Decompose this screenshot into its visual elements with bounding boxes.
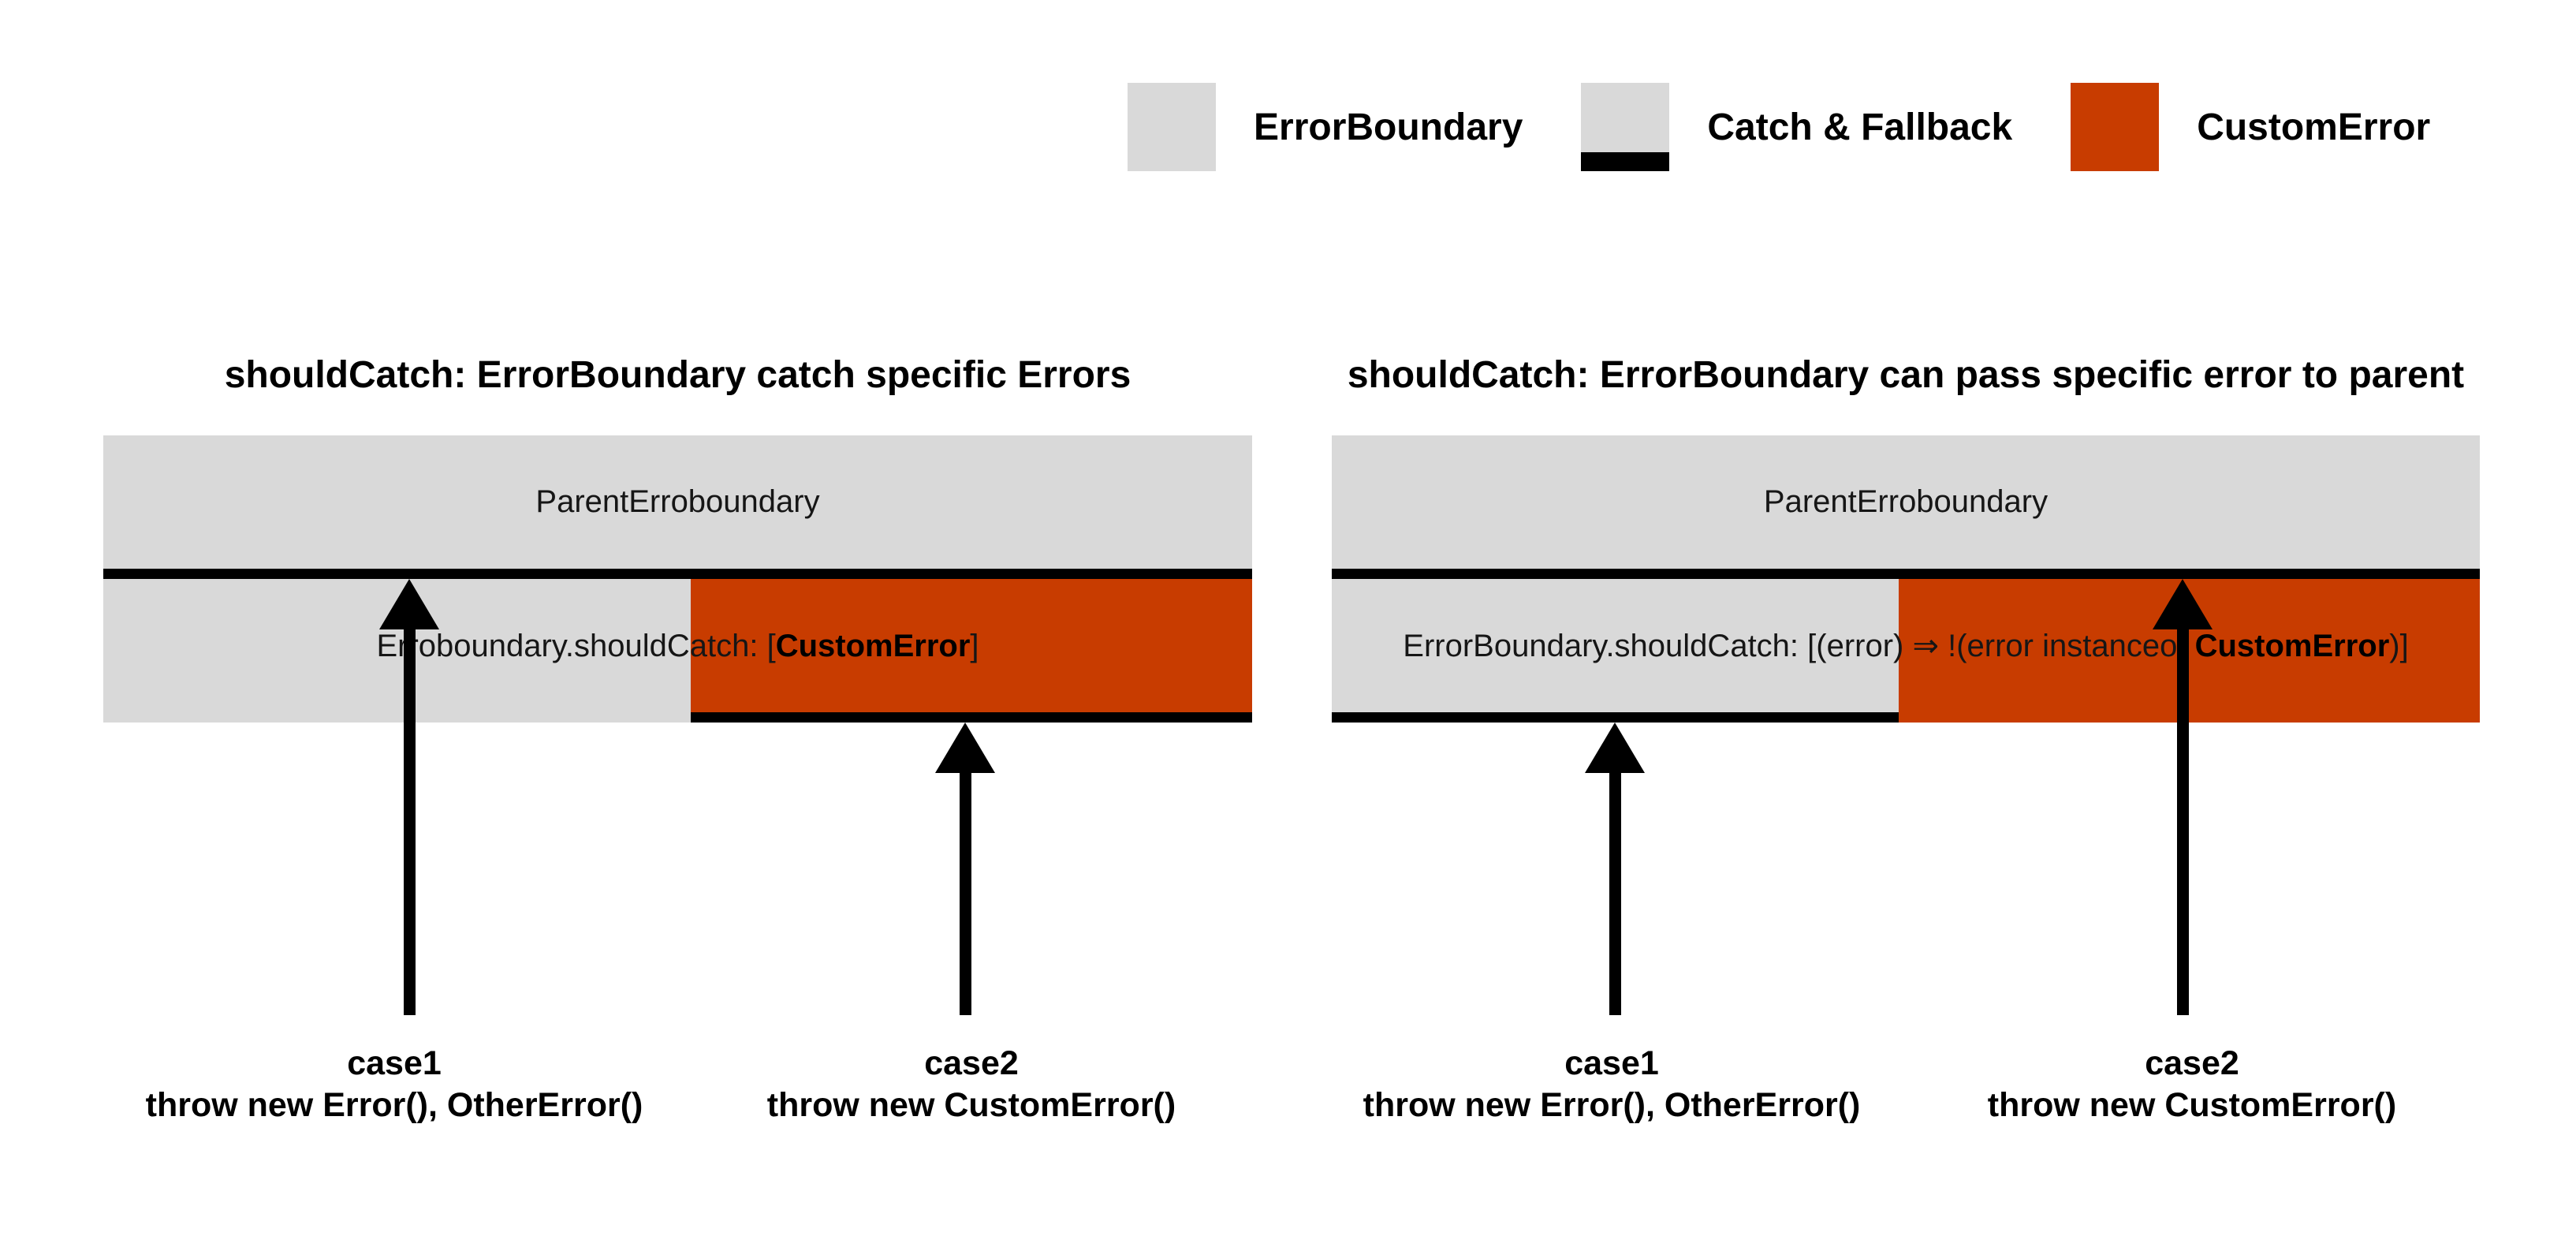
arrow-shaft — [959, 773, 971, 1015]
case2-label: case2 throw new CustomError() — [538, 1043, 1405, 1126]
case1-arrow — [379, 579, 439, 1015]
diagram-title: shouldCatch: ErrorBoundary catch specifi… — [224, 354, 1131, 396]
child-catch-region — [1332, 579, 1899, 723]
child-errorboundary-bar: Erroboundary.shouldCatch: [CustomError] — [103, 579, 1252, 723]
parent-catch-line — [103, 569, 1252, 579]
diagram-catch-specific-errors: shouldCatch: ErrorBoundary catch specifi… — [103, 353, 1252, 1150]
legend-item-errorboundary: ErrorBoundary — [1128, 83, 1523, 171]
diagram-pass-error-to-parent: shouldCatch: ErrorBoundary can pass spec… — [1332, 353, 2480, 1150]
arrow-up-icon — [2153, 579, 2213, 629]
arrow-shaft — [1609, 773, 1621, 1015]
case2-code: throw new CustomError() — [766, 1086, 1176, 1124]
case2-name: case2 — [2145, 1044, 2239, 1082]
child-catch-region — [690, 579, 1252, 723]
errorboundary-swatch-icon — [1128, 83, 1216, 171]
case2-arrow — [2153, 579, 2213, 1015]
case1-label: case1 throw new Error(), OtherError() — [0, 1043, 828, 1126]
legend-label-customerror: CustomError — [2197, 106, 2431, 148]
legend-label-errorboundary: ErrorBoundary — [1254, 106, 1523, 148]
child-shouldcatch-label: ErrorBoundary.shouldCatch: [(error) ⇒ !(… — [1403, 629, 2409, 663]
arrow-up-icon — [379, 579, 439, 629]
diagram-title: shouldCatch: ErrorBoundary can pass spec… — [1347, 354, 2465, 396]
catch-fallback-swatch-icon — [1581, 83, 1670, 171]
legend-item-catch-fallback: Catch & Fallback — [1581, 83, 2012, 171]
parent-errorboundary-bar: ParentErroboundary — [103, 435, 1252, 569]
arrow-up-icon — [1585, 723, 1645, 773]
legend-label-catch-fallback: Catch & Fallback — [1707, 106, 2013, 148]
arrow-up-icon — [935, 723, 995, 773]
child-shouldcatch-label: Erroboundary.shouldCatch: [CustomError] — [376, 628, 979, 663]
parent-catch-line — [1332, 569, 2480, 579]
arrow-shaft — [403, 629, 416, 1015]
legend-item-customerror: CustomError — [2071, 83, 2430, 171]
case1-name: case1 — [347, 1044, 442, 1082]
arrow-shaft — [2176, 629, 2189, 1015]
case2-code: throw new CustomError() — [1987, 1086, 2397, 1124]
case2-name: case2 — [924, 1044, 1019, 1082]
legend: ErrorBoundary Catch & Fallback CustomErr… — [1128, 83, 2430, 171]
case1-name: case1 — [1564, 1044, 1659, 1082]
parent-errorboundary-label: ParentErroboundary — [1763, 484, 2048, 519]
case2-label: case2 throw new CustomError() — [1758, 1043, 2576, 1126]
case1-code: throw new Error(), OtherError() — [1363, 1086, 1861, 1124]
case1-code: throw new Error(), OtherError() — [145, 1086, 643, 1124]
child-errorboundary-bar: ErrorBoundary.shouldCatch: [(error) ⇒ !(… — [1332, 579, 2480, 723]
parent-errorboundary-bar: ParentErroboundary — [1332, 435, 2480, 569]
customerror-swatch-icon — [2071, 83, 2160, 171]
case2-arrow — [935, 723, 995, 1015]
case1-arrow — [1585, 723, 1645, 1015]
parent-errorboundary-label: ParentErroboundary — [535, 484, 820, 519]
case1-label: case1 throw new Error(), OtherError() — [1178, 1043, 2045, 1126]
